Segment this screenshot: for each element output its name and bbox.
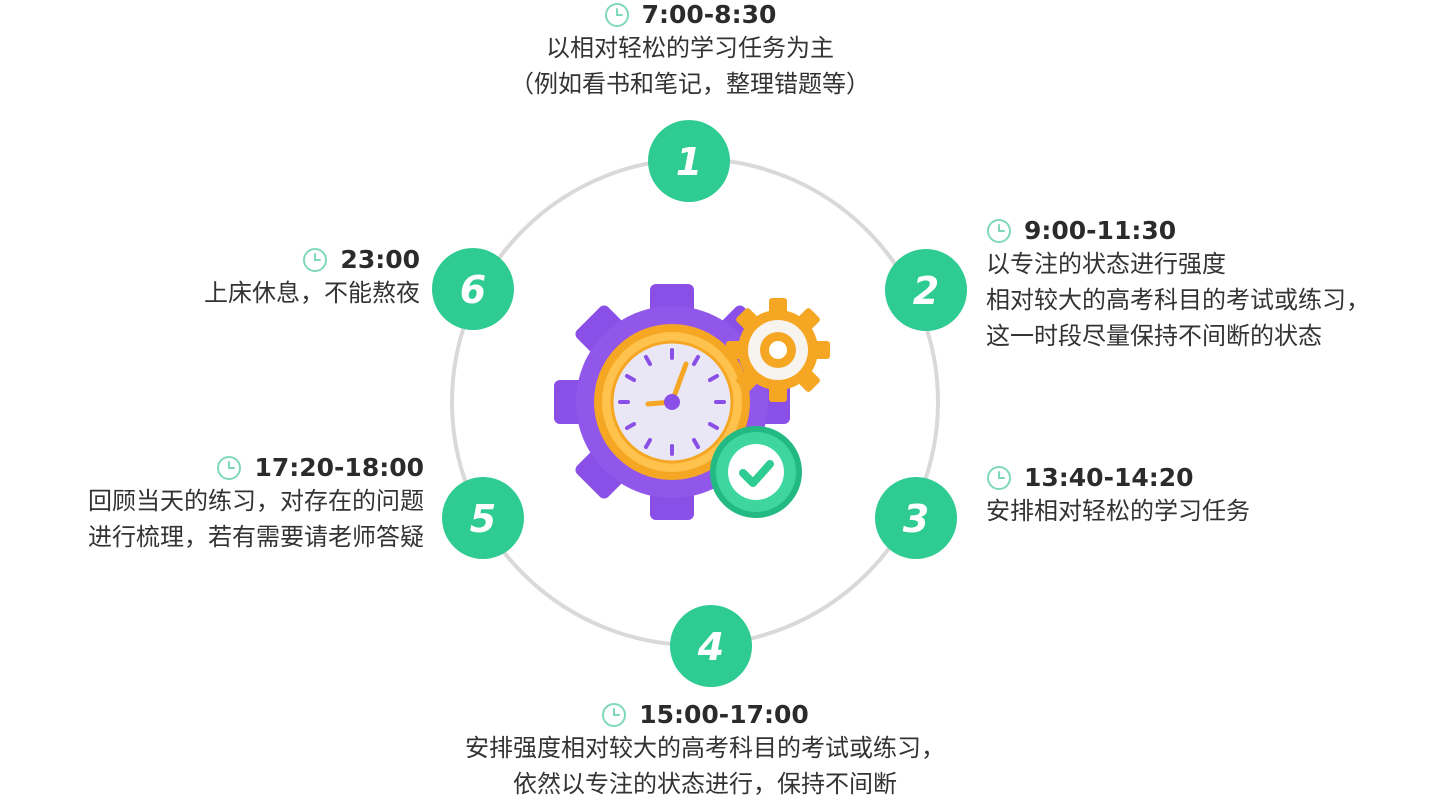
- step-time-6: 23:00: [340, 245, 420, 274]
- step-desc-2-line-1: 以专注的状态进行强度: [986, 250, 1226, 278]
- gear-clock-check-icon: [554, 284, 830, 520]
- step-desc-2-line-3: 这一时段尽量保持不间断的状态: [986, 322, 1322, 350]
- step-time-row-2: 9:00-11:30: [986, 216, 1446, 246]
- step-desc-4-line-1: 安排强度相对较大的高考科目的考试或练习，: [465, 734, 945, 762]
- step-marker-3: 3: [875, 477, 957, 559]
- step-marker-1: 1: [648, 120, 730, 202]
- step-number-2: 2: [913, 269, 939, 313]
- step-number-4: 4: [697, 625, 724, 669]
- clock-icon: [987, 466, 1011, 490]
- step-marker-5: 5: [442, 477, 524, 559]
- step-marker-4: 4: [670, 605, 752, 687]
- step-desc-2-line-2: 相对较大的高考科目的考试或练习，: [986, 286, 1370, 314]
- step-time-1: 7:00-8:30: [641, 0, 777, 29]
- clock-icon: [604, 3, 629, 27]
- step-desc-3-line-1: 安排相对轻松的学习任务: [986, 497, 1250, 525]
- step-number-3: 3: [903, 497, 929, 541]
- clock-icon: [602, 703, 627, 727]
- step-time-4: 15:00-17:00: [639, 700, 809, 729]
- step-time-2: 9:00-11:30: [1024, 216, 1177, 245]
- step-number-1: 1: [676, 140, 702, 184]
- step-time-row-1: 7:00-8:30: [420, 0, 960, 30]
- step-time-row-6: 23:00: [0, 245, 420, 275]
- clock-icon: [217, 456, 242, 480]
- step-block-5: 17:20-18:00 回顾当天的练习，对存在的问题 进行梳理，若有需要请老师答…: [0, 453, 424, 555]
- step-desc-1-line-1: 以相对轻松的学习任务为主: [546, 34, 834, 62]
- step-time-5: 17:20-18:00: [254, 453, 424, 482]
- step-time-row-3: 13:40-14:20: [986, 463, 1426, 493]
- step-time-row-5: 17:20-18:00: [0, 453, 424, 483]
- clock-icon: [987, 219, 1011, 243]
- step-block-4: 15:00-17:00 安排强度相对较大的高考科目的考试或练习， 依然以专注的状…: [380, 700, 1030, 802]
- step-block-6: 23:00 上床休息，不能熬夜: [0, 245, 420, 311]
- clock-icon: [303, 248, 328, 272]
- step-desc-1-line-2: （例如看书和笔记，整理错题等）: [510, 70, 870, 98]
- step-block-3: 13:40-14:20 安排相对轻松的学习任务: [986, 463, 1426, 529]
- step-marker-6: 6: [432, 248, 514, 330]
- step-desc-4-line-2: 依然以专注的状态进行，保持不间断: [513, 770, 897, 798]
- step-time-3: 13:40-14:20: [1024, 463, 1194, 492]
- step-desc-5-line-2: 进行梳理，若有需要请老师答疑: [88, 523, 424, 551]
- step-desc-5-line-1: 回顾当天的练习，对存在的问题: [88, 487, 424, 515]
- step-block-2: 9:00-11:30 以专注的状态进行强度 相对较大的高考科目的考试或练习， 这…: [986, 216, 1446, 354]
- step-desc-6-line-1: 上床休息，不能熬夜: [204, 279, 420, 307]
- step-marker-2: 2: [885, 249, 967, 331]
- step-number-6: 6: [460, 268, 486, 312]
- step-block-1: 7:00-8:30 以相对轻松的学习任务为主 （例如看书和笔记，整理错题等）: [420, 0, 960, 102]
- step-time-row-4: 15:00-17:00: [380, 700, 1030, 730]
- step-number-5: 5: [470, 497, 496, 541]
